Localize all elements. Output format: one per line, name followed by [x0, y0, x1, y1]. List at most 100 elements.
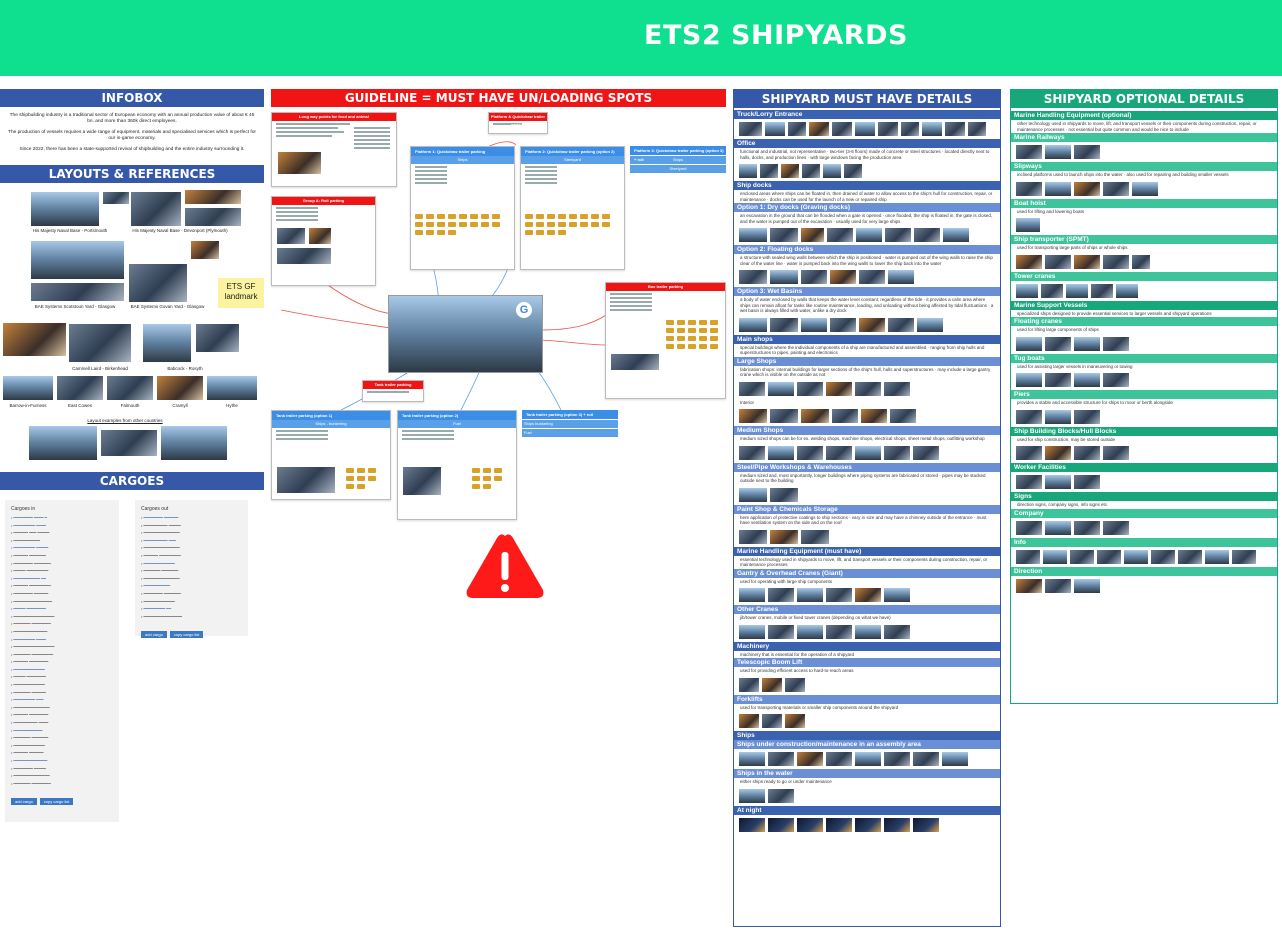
- foreign-layout-1[interactable]: [28, 425, 98, 461]
- support-vessels-header: Marine Support Vessels: [1011, 300, 1277, 310]
- card-tank-2[interactable]: Tank trailer parking (option 2) Fuel: [397, 410, 517, 520]
- guideline-section: GUIDELINE = MUST HAVE UN/LOADING SPOTS: [271, 89, 726, 107]
- wet-basins-header: Option 3: Wet Basins: [734, 287, 1000, 296]
- page-title: ETS2 SHIPYARDS: [644, 20, 908, 51]
- piers-header: Piers: [1011, 390, 1277, 399]
- at-night-header: At night: [734, 805, 1000, 815]
- card-tank-2-title: Tank trailer parking (option 2): [398, 411, 516, 420]
- caption-portsmouth: His Majesty Naval Base - Portsmouth: [32, 228, 108, 233]
- mhe-text: essential technology used in shipyards t…: [740, 556, 988, 568]
- tug-boats-header: Tug boats: [1011, 353, 1277, 363]
- card-platform-1[interactable]: Platform 1: Quickdraw trailer parking Sh…: [410, 146, 515, 270]
- card-platform-2-title: Platform 2: Quickdraw trailer parking (o…: [521, 147, 624, 156]
- sticky-note[interactable]: ETS GF landmark: [218, 278, 264, 308]
- direction-signs-header: Direction: [1011, 566, 1277, 576]
- card-tank-3-ships: Ships bunkering: [522, 420, 618, 428]
- worker-facilities-header: Worker Facilities: [1011, 463, 1277, 472]
- falmouth-photo[interactable]: [106, 375, 154, 401]
- babcock-map[interactable]: [142, 323, 192, 363]
- ship-docks-text: enclosed areas where ships can be floate…: [740, 191, 993, 202]
- card-platform-3[interactable]: Platform 3: Quickdraw trailer parking (o…: [630, 146, 726, 176]
- barrow-photo[interactable]: [2, 375, 54, 401]
- cargoes-in-add-button[interactable]: add cargo: [11, 798, 37, 806]
- cammell-doc[interactable]: [2, 322, 67, 357]
- caption-babcock: Babcock - Rosyth: [167, 366, 203, 371]
- cammell-map[interactable]: [68, 323, 132, 363]
- portsmouth-photo[interactable]: [102, 191, 130, 205]
- caption-scotstoun: BAE Systems Scotstoun Yard - Glasgow: [34, 304, 116, 309]
- cowes-photo[interactable]: [56, 375, 104, 401]
- cargoes-out-title: Cargoes out: [141, 506, 169, 512]
- infobox-p3: Since 2022, there has been a state-suppo…: [19, 147, 245, 152]
- cargoes-out-copy-button[interactable]: copy cargo list: [169, 631, 204, 639]
- babcock-photo[interactable]: [195, 323, 240, 353]
- warning-triangle-icon: [466, 534, 544, 598]
- cramyll-photo[interactable]: [156, 375, 204, 401]
- floating-docks-header: Option 2: Floating docks: [734, 245, 1000, 254]
- card-tank-2-sub: Fuel: [398, 420, 516, 428]
- hythe-photo[interactable]: [206, 375, 258, 401]
- scotstoun-photo[interactable]: [30, 282, 125, 302]
- foreign-layout-2[interactable]: [100, 429, 158, 457]
- card-tank-1[interactable]: Tank trailer parking (option 1) Ships - …: [271, 410, 391, 500]
- scotstoun-map[interactable]: [30, 240, 125, 280]
- satellite-map[interactable]: G: [388, 295, 543, 373]
- must-have-section: SHIPYARD MUST HAVE DETAILS Truck/Lorry E…: [733, 89, 1001, 927]
- card-platform-2[interactable]: Platform 2: Quickdraw trailer parking (o…: [520, 146, 625, 270]
- spmt-text: used for transporting large parts of shi…: [1017, 245, 1128, 250]
- caption-other-countries[interactable]: Layout examples from other countries: [87, 418, 163, 423]
- card-platform-1-sub: Ships: [411, 156, 514, 164]
- card-platform-top[interactable]: Platform & Quickdraw trailer parking: [488, 112, 548, 134]
- foreign-layout-3[interactable]: [160, 425, 228, 461]
- caption-cramyll: Cramyll: [172, 403, 188, 408]
- tug-boats-text: used for assisting larger vessels in man…: [1017, 363, 1133, 369]
- govan-map[interactable]: [128, 263, 188, 303]
- large-shops-text: fabrication shops: internal buildings fo…: [740, 366, 991, 378]
- boat-hoist-text: used for lifting and lowering boats: [1017, 208, 1085, 214]
- cargoes-out-list: • ━━━━━━━━ ━━━━━━• ━━━━━━━━━━ ━━━━━• ━━━…: [141, 515, 183, 619]
- card-platform-3-title: Platform 3: Quickdraw trailer parking (o…: [630, 146, 726, 162]
- card-group-a-title: Group A: Roll parking: [272, 197, 375, 205]
- ships-water-text: either ships ready to go or under mainte…: [740, 779, 832, 784]
- card-food-animal[interactable]: Long way points for food and animal: [271, 112, 397, 187]
- spmt-header: Ship transporter (SPMT): [1011, 235, 1277, 244]
- forklifts-text: used for transporting materials or small…: [740, 704, 899, 710]
- card-platform-3-steel: Steelyard: [630, 165, 726, 173]
- gantry-header: Gantry & Overhead Cranes (Giant): [734, 568, 1000, 578]
- card-group-a[interactable]: Group A: Roll parking: [271, 196, 376, 286]
- boom-lift-header: Telescopic Boom Lift: [734, 658, 1000, 667]
- company-signs-header: Company: [1011, 508, 1277, 518]
- cargoes-in-title: Cargoes in: [11, 506, 36, 512]
- card-tank-1-title: Tank trailer parking (option 1): [272, 411, 390, 420]
- govan-photo[interactable]: [190, 240, 220, 260]
- header-banner: ETS2 SHIPYARDS: [0, 0, 1282, 76]
- must-have-header: SHIPYARD MUST HAVE DETAILS: [734, 90, 1000, 108]
- card-tank-3-fuel: Fuel: [522, 429, 618, 437]
- guideline-header: GUIDELINE = MUST HAVE UN/LOADING SPOTS: [271, 89, 726, 107]
- cargoes-in-copy-button[interactable]: copy cargo list: [39, 798, 74, 806]
- cargoes-in-list: • ━━━━━━━━ ━━━━ ━• ━━━━━━━━━ ━━━━• ━━━━━…: [11, 515, 55, 786]
- signs-header: Signs: [1011, 492, 1277, 501]
- cargoes-out-add-button[interactable]: add cargo: [141, 631, 167, 639]
- portsmouth-map[interactable]: [30, 191, 100, 227]
- caption-cammell: Cammell Laird - Birkenhead: [72, 366, 128, 371]
- slipways-header: Slipways: [1011, 162, 1277, 171]
- card-tank-3-title: Tank trailer parking (option 3) + roll: [522, 410, 618, 419]
- card-box-trailer[interactable]: Box trailer parking: [605, 282, 726, 399]
- card-tank-3[interactable]: Tank trailer parking (option 3) + roll S…: [522, 410, 618, 438]
- gantry-text: used for operating with large ship compo…: [740, 578, 833, 584]
- infobox-header: INFOBOX: [0, 89, 264, 107]
- layouts-section: LAYOUTS & REFERENCES His Majesty Naval B…: [0, 165, 264, 465]
- card-box-trailer-title: Box trailer parking: [606, 283, 725, 291]
- devonport-photo[interactable]: [184, 189, 242, 205]
- card-tank-trailer[interactable]: Tank trailer parking: [362, 380, 424, 402]
- ships-water-header: Ships in the water: [734, 769, 1000, 778]
- devonport-map[interactable]: [130, 191, 182, 227]
- google-g-icon: G: [516, 302, 532, 318]
- caption-cowes: East Cowes: [67, 403, 92, 408]
- card-platform-1-title: Platform 1: Quickdraw trailer parking: [411, 147, 514, 156]
- caption-govan: BAE Systems Govan Yard - Glasgow: [130, 304, 205, 309]
- medium-shops-text: medium sized shops can be for ex. weldin…: [740, 436, 985, 441]
- opt-mhe-text: other technology used in shipyards to mo…: [1017, 121, 1257, 132]
- devonport-photo-2[interactable]: [184, 207, 242, 227]
